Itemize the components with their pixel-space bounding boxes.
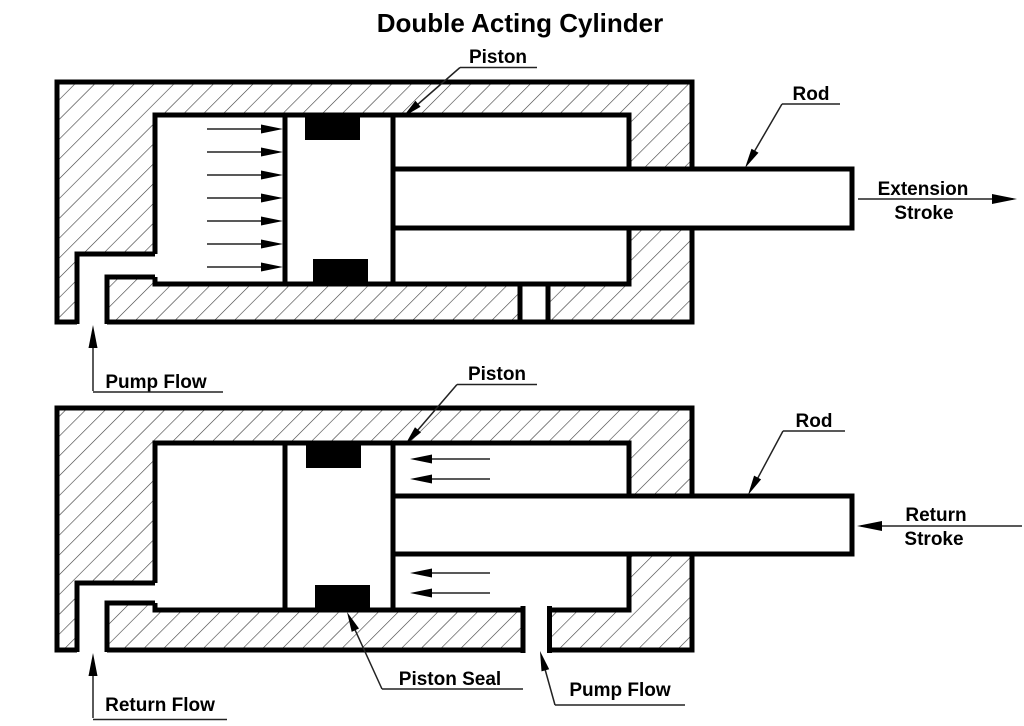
piston-label: Piston xyxy=(468,364,526,385)
bottom-cylinder: Piston Rod Return Stroke Piston Seal xyxy=(54,364,1022,721)
pump-flow-label: Pump Flow xyxy=(105,372,207,393)
leader-arrowhead-icon xyxy=(540,651,550,672)
rod-callout: Rod xyxy=(745,84,840,168)
piston-callout: Piston xyxy=(403,47,537,117)
piston-seal-top xyxy=(306,443,361,468)
leader-arrowhead-icon xyxy=(403,100,421,117)
return-flow-label: Return Flow xyxy=(105,695,215,716)
rod-side-flow-arrows xyxy=(410,454,490,598)
diagram-title: Double Acting Cylinder xyxy=(377,8,664,38)
piston xyxy=(282,440,396,613)
piston-seal-top xyxy=(305,115,360,140)
return-flow-callout: Return Flow xyxy=(88,653,227,721)
stroke-label: Stroke xyxy=(904,529,963,550)
stroke-label: Stroke xyxy=(894,203,953,224)
pump-flow-label: Pump Flow xyxy=(569,680,671,701)
return-label: Return xyxy=(905,505,966,526)
right-arrowhead-icon xyxy=(992,194,1017,204)
left-port-outline xyxy=(74,580,158,652)
piston-seal-bottom xyxy=(315,585,370,610)
piston-callout: Piston xyxy=(405,364,537,445)
piston xyxy=(282,112,396,287)
pump-flow-callout: Pump Flow xyxy=(540,651,685,706)
piston-seal-label: Piston Seal xyxy=(399,669,501,690)
extension-stroke-annotation: Extension Stroke xyxy=(858,179,1017,224)
rod-label: Rod xyxy=(796,411,833,432)
extension-label: Extension xyxy=(878,179,969,200)
piston-seal-bottom xyxy=(313,259,368,284)
left-port-cavity xyxy=(77,254,160,326)
return-stroke-annotation: Return Stroke xyxy=(857,505,1022,550)
right-port xyxy=(520,605,552,654)
rod xyxy=(390,166,855,231)
rod-label: Rod xyxy=(793,84,830,105)
rod-callout: Rod xyxy=(748,411,845,495)
piston-label: Piston xyxy=(469,47,527,68)
right-port xyxy=(517,281,551,325)
up-arrowhead-icon xyxy=(88,653,98,676)
leader-arrowhead-icon xyxy=(745,148,759,168)
pump-flow-callout: Pump Flow xyxy=(88,325,223,393)
top-cylinder: Piston Rod Extension Stroke Pump Flow xyxy=(54,47,1017,393)
up-arrowhead-icon xyxy=(88,325,98,348)
rod xyxy=(390,493,855,557)
leader-arrowhead-icon xyxy=(347,612,359,632)
left-port-outline xyxy=(74,251,158,324)
cap-side-flow-arrows xyxy=(207,124,283,272)
leader-arrowhead-icon xyxy=(405,427,421,445)
leader-arrowhead-icon xyxy=(748,475,762,495)
left-arrowhead-icon xyxy=(857,521,882,531)
piston-seal-callout: Piston Seal xyxy=(347,612,523,690)
